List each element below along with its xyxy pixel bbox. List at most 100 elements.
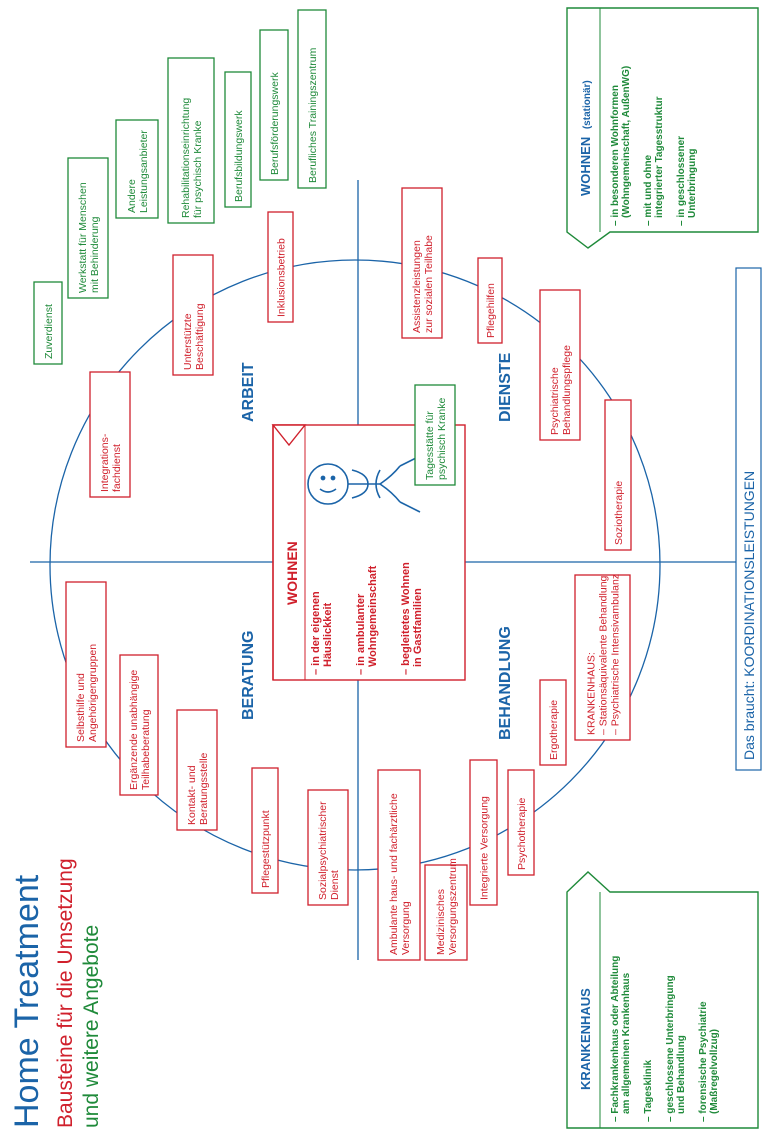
wohnen-stationaer-title-suffix: (stationär)	[582, 80, 593, 129]
box-frame	[604, 399, 632, 551]
box-label-mvz: Versorgungszentrum	[447, 858, 459, 955]
sector-beratung: BERATUNG	[240, 631, 257, 720]
box-frame	[477, 257, 503, 344]
box-frame	[119, 654, 159, 796]
box-frame	[33, 281, 63, 365]
box-frame	[424, 864, 468, 961]
list-item: am allgemeinen Krankenhaus	[621, 972, 632, 1114]
box-label-zuverdienst: Zuverdienst	[43, 304, 55, 359]
subtitle-green: und weitere Angebote	[80, 925, 103, 1128]
box-label-eutb: Teilhabeberatung	[140, 709, 152, 790]
box-pflegehilfen: Pflegehilfen	[477, 257, 503, 344]
krankenhaus-box: KRANKENHAUS – Fachkrankenhaus oder Abtei…	[566, 871, 759, 1129]
box-label-spdi: Sozialpsychiatrischer	[317, 801, 329, 900]
box-integrierte: Integrierte Versorgung	[469, 759, 498, 906]
box-label-wfbm: mit Behinderung	[89, 216, 101, 293]
koordination-label: Das braucht: KOORDINATIONSLEISTUNGEN	[741, 471, 757, 760]
sector-arbeit: ARBEIT	[240, 362, 257, 422]
box-soziotherapie: Soziotherapie	[604, 399, 632, 551]
koordination-prefix: Das braucht:	[741, 677, 757, 760]
box-label-tagesstaette: psychisch Kranke	[436, 398, 448, 480]
subtitle-red: Bausteine für die Umsetzung	[54, 858, 77, 1128]
list-item: und Behandlung	[676, 1035, 687, 1114]
box-zuverdienst: Zuverdienst	[33, 281, 63, 365]
box-label-mvz: Medizinisches	[435, 889, 447, 955]
box-label-unterstuetzte: Beschäftigung	[194, 303, 206, 370]
box-label-rpk: Rehabilitationseinrichtung	[180, 98, 192, 218]
list-item: (Maßregelvollzug)	[709, 1029, 720, 1114]
box-frame	[176, 709, 218, 831]
box-frame	[259, 29, 289, 181]
box-label-ambulant: Ambulante haus- und fachärztliche	[388, 793, 400, 955]
title: Home Treatment	[8, 874, 46, 1128]
box-frame	[507, 769, 535, 876]
box-label-btz: Berufliches Trainingszentrum	[307, 47, 319, 183]
box-frame	[67, 157, 109, 299]
box-label-pflegehilfen: Pflegehilfen	[485, 283, 497, 338]
box-label-tagesstaette: Tagesstätte für	[424, 411, 436, 480]
center-title: WOHNEN	[284, 541, 300, 605]
box-label-krankenhaus_box: – Psychiatrische Intensivambulanz	[609, 574, 621, 735]
box-label-inklusionsbetrieb: Inklusionsbetrieb	[275, 238, 287, 317]
center-item: – in der eigenen	[310, 591, 322, 675]
center-item: – in ambulanter	[355, 593, 367, 675]
box-label-integrationsfachdienst: fachdienst	[111, 444, 123, 492]
box-label-krankenhaus_box: KRANKENHAUS:	[585, 652, 597, 735]
wohnen-stationaer-title: WOHNEN (stationär)	[578, 80, 593, 196]
box-frame	[267, 211, 294, 323]
box-label-selbsthilfe: Selbsthilfe und	[75, 673, 87, 742]
box-frame	[172, 254, 214, 376]
box-frame	[224, 71, 252, 208]
box-label-soziotherapie: Soziotherapie	[613, 481, 625, 545]
box-label-selbsthilfe: Angehörigengruppen	[87, 644, 99, 742]
box-frame	[539, 679, 567, 766]
box-label-integrierte: Integrierte Versorgung	[478, 796, 490, 900]
box-label-bbw: Berufsbildungswerk	[233, 110, 245, 202]
box-frame	[65, 581, 107, 748]
wohnen-stationaer-box: WOHNEN (stationär) – in besonderen Wohnf…	[566, 7, 759, 249]
list-item: Unterbringung	[687, 149, 698, 218]
box-frame	[307, 789, 349, 906]
box-frame	[377, 769, 421, 961]
box-psychotherapie: Psychotherapie	[507, 769, 535, 876]
center-item: Häuslickkeit	[322, 602, 334, 667]
box-frame	[89, 371, 131, 498]
box-label-pflegestuetzpunkt: Pflegestützpunkt	[260, 810, 272, 888]
box-frame	[539, 289, 581, 441]
box-btz: Berufliches Trainingszentrum	[297, 9, 327, 189]
center-item: in Gastfamilien	[412, 588, 424, 667]
box-label-bfw: Berufsförderungswerk	[269, 72, 281, 175]
box-integrationsfachdienst: Integrations-fachdienst	[89, 371, 131, 498]
list-item: – in geschlossener	[676, 136, 687, 226]
box-frame	[414, 384, 456, 486]
box-frame	[574, 574, 631, 741]
box-label-eutb: Ergänzende unabhängige	[128, 670, 140, 790]
box-ergotherapie: Ergotherapie	[539, 679, 567, 766]
box-label-kontakt: Kontakt- und	[186, 765, 198, 825]
list-item: – in besonderen Wohnformen	[610, 85, 621, 226]
box-label-assistenz: Assistenzleistungen	[411, 240, 423, 333]
box-label-spdi: Dienst	[329, 870, 341, 900]
box-inklusionsbetrieb: Inklusionsbetrieb	[267, 211, 294, 323]
box-label-ambulant: Versorgung	[400, 901, 412, 955]
box-label-andere: Leistungsanbieter	[138, 130, 150, 213]
koordination-main: KOORDINATIONSLEISTUNGEN	[741, 471, 757, 677]
center-item: – begleitetes Wohnen	[400, 562, 412, 675]
box-label-krankenhaus_box: – Stationsäquivalente Behandlung	[597, 575, 609, 735]
box-label-rpk: für psychisch Kranke	[192, 120, 204, 218]
box-frame	[167, 57, 215, 224]
list-item: – Fachkrankenhaus oder Abteilung	[610, 956, 621, 1122]
box-label-kontakt: Beratungsstelle	[198, 752, 210, 825]
